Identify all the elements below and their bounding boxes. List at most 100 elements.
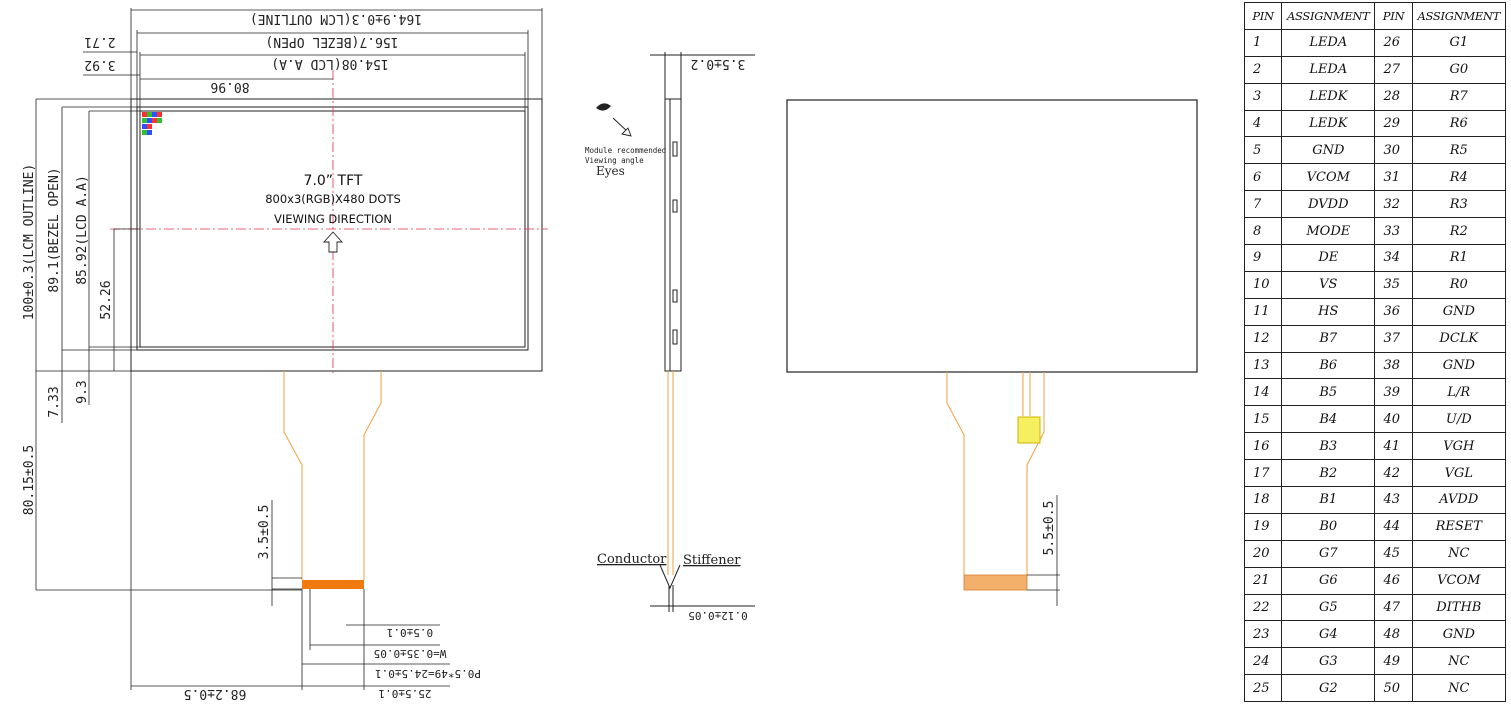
pin-signal: GND — [1411, 351, 1507, 380]
fpc-width: 25.5±0.1 — [379, 687, 432, 700]
lcm-outline — [130, 98, 543, 372]
pin-signal: NC — [1411, 539, 1507, 568]
pin-signal: VGL — [1411, 459, 1507, 488]
pin-signal: AVDD — [1411, 486, 1507, 514]
pin-signal: R2 — [1411, 217, 1507, 246]
bezel-open-height: 89.1(BEZEL OPEN) — [47, 167, 62, 292]
pin-number: 44 — [1374, 512, 1413, 541]
pin-signal: B3 — [1281, 432, 1376, 461]
pin-number: 14 — [1243, 378, 1283, 407]
pin-signal: RESET — [1411, 512, 1507, 541]
pin-number: 7 — [1243, 190, 1283, 219]
fpc-thickness: 0.12±0.05 — [688, 609, 748, 622]
pin-number: 26 — [1374, 28, 1413, 57]
pin-number: 17 — [1243, 459, 1283, 488]
header-assignment-2: ASSIGNMENT — [1411, 2, 1507, 30]
top-dimensions — [83, 8, 543, 111]
viewing-direction-label: VIEWING DIRECTION — [274, 212, 392, 226]
pin-number: 46 — [1374, 566, 1413, 595]
pin-signal: HS — [1281, 297, 1376, 326]
half-width-8096: 80.96 — [210, 79, 249, 94]
height-5226: 52.26 — [99, 280, 114, 319]
bezel-open-width: 156.7(BEZEL OPEN) — [265, 34, 398, 49]
pin-signal: G5 — [1281, 593, 1376, 622]
pin-number: 22 — [1243, 593, 1283, 622]
pin-number: 20 — [1243, 539, 1283, 568]
pin-signal: LEDK — [1281, 109, 1376, 138]
pin-signal: G3 — [1281, 647, 1376, 676]
pin-number: 9 — [1243, 244, 1283, 272]
pin-signal: G1 — [1411, 28, 1507, 57]
pin-number: 16 — [1243, 432, 1283, 461]
viewing-angle-note1: Module recommended — [585, 146, 666, 155]
pin-number: 33 — [1374, 217, 1413, 246]
pitch-width: 0.5±0.1 — [387, 626, 433, 639]
pin-signal: GND — [1411, 297, 1507, 326]
left-dim-392: 3.92 — [84, 57, 115, 72]
pin-signal: B0 — [1281, 512, 1376, 541]
pin-number: 5 — [1243, 136, 1283, 165]
pin-signal: G6 — [1281, 566, 1376, 595]
pin-signal: G0 — [1411, 55, 1507, 84]
pin-signal: B5 — [1281, 378, 1376, 407]
pin-number: 37 — [1374, 324, 1413, 353]
lead-width: W=0.35±0.05 — [374, 647, 447, 660]
pin-number: 18 — [1243, 486, 1283, 514]
rgb-pixel-marker — [142, 112, 162, 135]
pin-number: 32 — [1374, 190, 1413, 219]
header-assignment-1: ASSIGNMENT — [1281, 2, 1376, 30]
pin-signal: R1 — [1411, 244, 1507, 272]
pin-number: 8 — [1243, 217, 1283, 246]
pin-number: 4 — [1243, 109, 1283, 138]
eye-icon — [596, 103, 632, 137]
pin-signal: R0 — [1411, 270, 1507, 299]
pin-signal: R7 — [1411, 82, 1507, 111]
back-stiffener — [963, 574, 1028, 591]
side-view — [650, 52, 755, 612]
center-lines — [110, 70, 548, 375]
bottom-733: 7.33 — [47, 386, 62, 417]
front-view — [130, 98, 543, 372]
left-dim-271: 2.71 — [84, 34, 115, 49]
pin-number: 19 — [1243, 512, 1283, 541]
pin-signal: GND — [1281, 136, 1376, 165]
pin-signal: LEDK — [1281, 82, 1376, 111]
lcm-outline-width: 164.9±0.3(LCM OUTLINE) — [250, 11, 422, 26]
back-dimensions — [1027, 495, 1060, 606]
pin-number: 50 — [1374, 674, 1413, 703]
pin-signal: U/D — [1411, 405, 1507, 434]
pin-signal: G2 — [1281, 674, 1376, 703]
eyes-label: Eyes — [596, 164, 625, 178]
pin-signal: B2 — [1281, 459, 1376, 488]
side-fpc — [667, 371, 674, 575]
pin-signal: R4 — [1411, 163, 1507, 192]
pin-number: 41 — [1374, 432, 1413, 461]
table-header-row: PIN ASSIGNMENT PIN ASSIGNMENT — [1243, 2, 1507, 30]
pin-signal: VCOM — [1281, 163, 1376, 192]
pin-signal: MODE — [1281, 217, 1376, 246]
back-component — [1017, 416, 1041, 444]
pin-number: 24 — [1243, 647, 1283, 676]
left-dimensions — [35, 98, 302, 591]
pin-signal: VCOM — [1411, 566, 1507, 595]
pin-number: 1 — [1243, 28, 1283, 57]
fpc-contact-area — [302, 580, 364, 589]
